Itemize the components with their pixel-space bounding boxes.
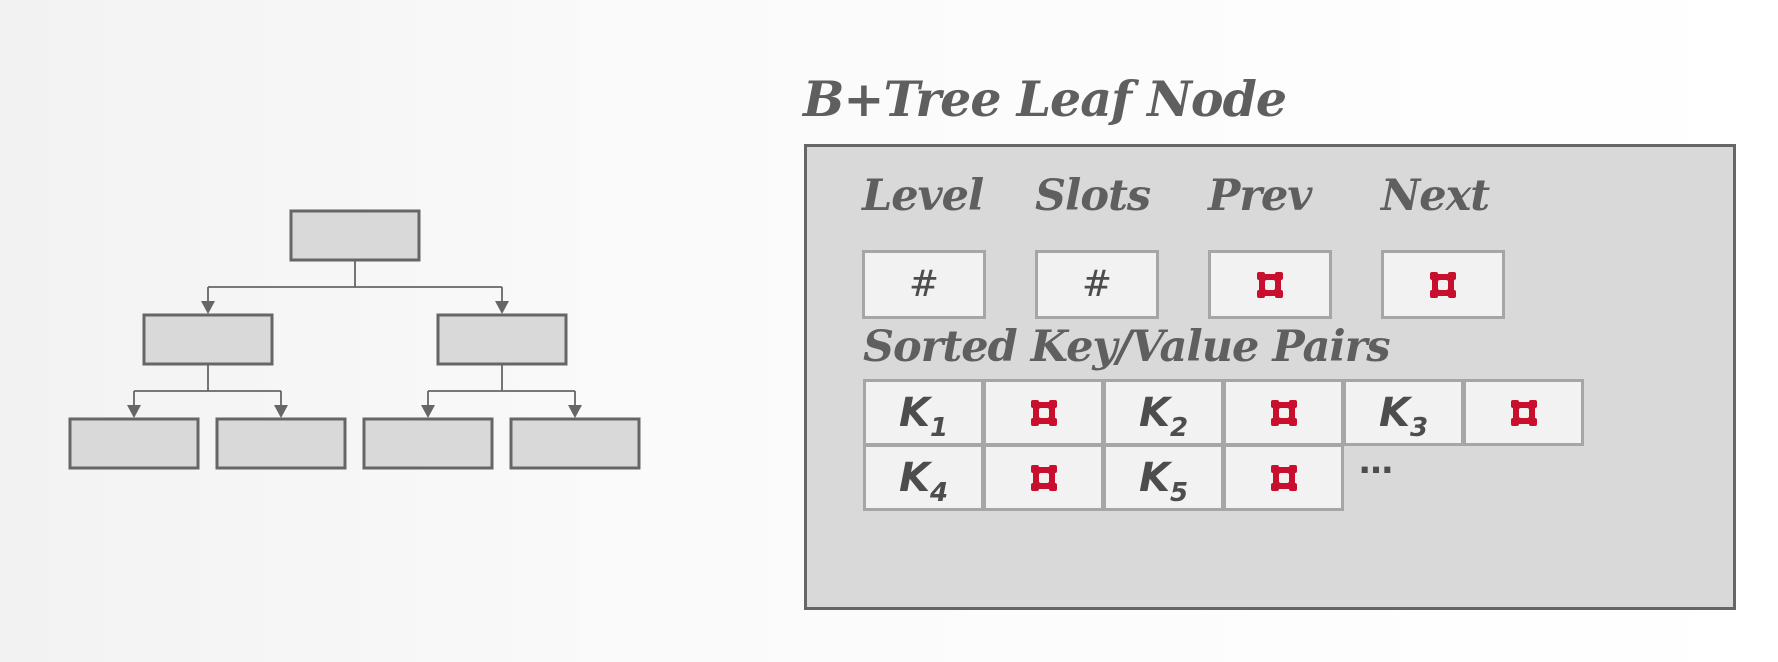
value-cell-4 <box>983 444 1104 511</box>
leaf-node-title: B+Tree Leaf Node <box>803 70 1287 128</box>
tree-leaf-node-4 <box>509 417 641 470</box>
key-cell-3: K3 <box>1343 379 1464 446</box>
tree-inner-node-right <box>436 313 568 366</box>
tree-edges-left <box>127 364 288 418</box>
tree-edges-right <box>421 364 582 418</box>
header-box-slots: # <box>1035 250 1159 319</box>
key-label-3: K3 <box>1378 389 1429 443</box>
header-label-slots: Slots <box>1035 171 1151 221</box>
header-label-next: Next <box>1381 171 1490 221</box>
key-label-2: K2 <box>1138 389 1189 443</box>
header-box-prev <box>1208 250 1332 319</box>
key-cell-2: K2 <box>1103 379 1224 446</box>
header-label-prev: Prev <box>1208 171 1312 221</box>
pointer-icon <box>1428 270 1458 300</box>
header-box-next <box>1381 250 1505 319</box>
tree-edges-root <box>201 260 509 314</box>
key-cell-4: K4 <box>863 444 984 511</box>
key-label-5: K5 <box>1138 454 1189 508</box>
tree-root-node <box>289 209 421 262</box>
more-pairs-ellipsis: … <box>1359 442 1394 482</box>
value-cell-5 <box>1223 444 1344 511</box>
tree-inner-node-left <box>142 313 274 366</box>
header-box-level: # <box>862 250 986 319</box>
sorted-pairs-label: Sorted Key/Value Pairs <box>863 322 1391 372</box>
level-value: # <box>908 264 940 305</box>
tree-leaf-node-1 <box>68 417 200 470</box>
pointer-icon <box>1269 398 1299 428</box>
slots-value: # <box>1081 264 1113 305</box>
pointer-icon <box>1029 463 1059 493</box>
pointer-icon <box>1255 270 1285 300</box>
header-label-level: Level <box>862 171 984 221</box>
key-label-1: K1 <box>898 389 949 443</box>
key-cell-5: K5 <box>1103 444 1224 511</box>
value-cell-2 <box>1223 379 1344 446</box>
key-label-4: K4 <box>898 454 949 508</box>
pointer-icon <box>1269 463 1299 493</box>
leaf-node-panel: Level # Slots # Prev Next Sorted Key/Val… <box>804 144 1736 610</box>
value-cell-1 <box>983 379 1104 446</box>
tree-diagram <box>68 209 641 470</box>
pointer-icon <box>1509 398 1539 428</box>
tree-leaf-node-2 <box>215 417 347 470</box>
tree-leaf-node-3 <box>362 417 494 470</box>
key-cell-1: K1 <box>863 379 984 446</box>
pointer-icon <box>1029 398 1059 428</box>
value-cell-3 <box>1463 379 1584 446</box>
